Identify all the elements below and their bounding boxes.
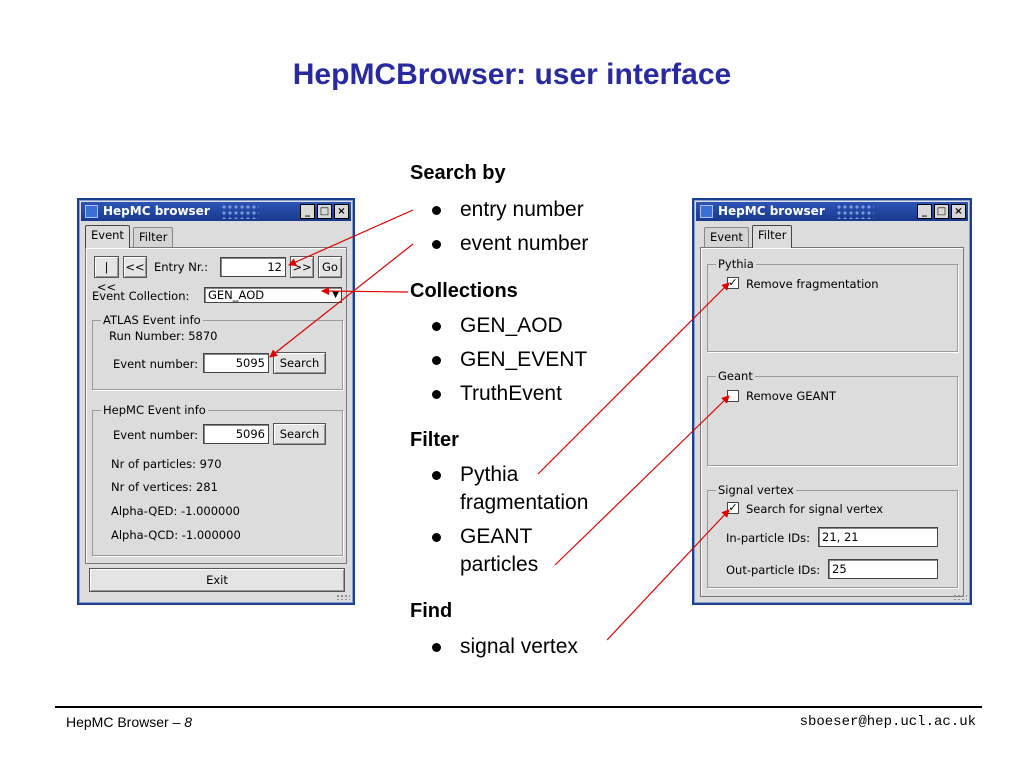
bullet-icon <box>432 356 441 365</box>
geant-group-title: Geant <box>716 369 755 383</box>
particles-count-text: Nr of particles: 970 <box>111 457 222 471</box>
app-icon <box>85 205 98 218</box>
maximize-icon[interactable]: □ <box>317 204 332 219</box>
search-signal-vertex-label: Search for signal vertex <box>746 502 884 516</box>
search-signal-vertex-checkbox[interactable]: ✓ <box>727 502 739 514</box>
bullet-icon <box>432 240 441 249</box>
chevron-down-icon: ▼ <box>332 290 339 300</box>
maximize-icon[interactable]: □ <box>934 204 949 219</box>
bullet-truthevent: TruthEvent <box>460 382 562 405</box>
close-icon[interactable]: × <box>334 204 349 219</box>
footer-divider <box>55 706 982 708</box>
window-title: HepMC browser <box>718 204 825 218</box>
in-particle-ids-input[interactable]: 21, 21 <box>818 527 938 547</box>
hepmc-search-button[interactable]: Search <box>273 423 326 445</box>
out-particle-ids-label: Out-particle IDs: <box>726 563 821 577</box>
bullet-gen-aod: GEN_AOD <box>460 314 563 337</box>
pythia-group: Pythia ✓ Remove fragmentation <box>707 257 958 352</box>
search-by-heading: Search by <box>410 162 506 184</box>
first-entry-button[interactable]: |<< <box>94 256 119 294</box>
bullet-icon <box>432 533 441 542</box>
remove-fragmentation-checkbox[interactable]: ✓ <box>727 277 739 289</box>
resize-grip-icon[interactable] <box>953 594 967 600</box>
previous-entry-button[interactable]: << <box>123 256 147 278</box>
event-collection-label: Event Collection: <box>92 289 190 303</box>
go-button[interactable]: Go <box>318 256 342 278</box>
bullet-entry-number: entry number <box>460 198 584 221</box>
bullet-pythia-line2: fragmentation <box>460 491 589 514</box>
footer-title: HepMC Browser – <box>66 714 185 730</box>
pythia-group-title: Pythia <box>716 257 756 271</box>
tab-filter[interactable]: Filter <box>133 227 174 247</box>
window-titlebar[interactable]: HepMC browser _ □ × <box>696 202 968 221</box>
filter-heading: Filter <box>410 429 459 451</box>
bullet-pythia-line1: Pythia <box>460 463 519 486</box>
bullet-icon <box>432 390 441 399</box>
titlebar-pattern <box>836 204 874 219</box>
close-icon[interactable]: × <box>951 204 966 219</box>
atlas-event-info-title: ATLAS Event info <box>101 313 203 327</box>
bullet-icon <box>432 206 441 215</box>
event-collection-select[interactable]: GEN_AOD ▼ <box>204 287 342 303</box>
hepmc-event-number-input[interactable]: 5096 <box>203 424 269 444</box>
atlas-event-number-input[interactable]: 5095 <box>203 353 269 373</box>
bullet-gen-event: GEN_EVENT <box>460 348 588 371</box>
find-heading: Find <box>410 600 453 622</box>
in-particle-ids-label: In-particle IDs: <box>726 531 810 545</box>
hepmc-event-info-title: HepMC Event info <box>101 403 208 417</box>
out-particle-ids-input[interactable]: 25 <box>828 559 938 579</box>
window-titlebar[interactable]: HepMC browser _ □ × <box>81 202 351 221</box>
remove-fragmentation-label: Remove fragmentation <box>746 277 879 291</box>
geant-group: Geant Remove GEANT <box>707 369 958 466</box>
bullet-event-number: event number <box>460 232 589 255</box>
bullet-geant-line2: particles <box>460 553 539 576</box>
entry-label: Entry Nr.: <box>154 260 209 274</box>
signal-vertex-group-title: Signal vertex <box>716 483 796 497</box>
hepmc-browser-window-filter: HepMC browser _ □ × Event Filter Pythia … <box>692 198 972 605</box>
atlas-event-info-group: ATLAS Event info Run Number: 5870 Event … <box>92 313 343 390</box>
filter-tab-panel: Pythia ✓ Remove fragmentation Geant Remo… <box>700 247 964 597</box>
entry-number-input[interactable]: 12 <box>220 257 286 277</box>
hepmc-event-info-group: HepMC Event info Event number: 5096 Sear… <box>92 403 343 556</box>
hepmc-event-number-label: Event number: <box>113 428 199 442</box>
minimize-icon[interactable]: _ <box>917 204 932 219</box>
bullet-icon <box>432 471 441 480</box>
remove-geant-checkbox[interactable] <box>727 390 739 402</box>
bullet-signal-vertex: signal vertex <box>460 635 578 658</box>
window-title: HepMC browser <box>103 204 210 218</box>
hepmc-browser-window-event: HepMC browser _ □ × Event Filter |<< << … <box>77 198 355 605</box>
vertices-count-text: Nr of vertices: 281 <box>111 480 218 494</box>
alpha-qed-text: Alpha-QED: -1.000000 <box>111 504 240 518</box>
footer-left: HepMC Browser – 8 <box>66 714 192 730</box>
tab-event[interactable]: Event <box>85 225 130 248</box>
check-mark-icon: ✓ <box>728 276 738 289</box>
event-collection-value: GEN_AOD <box>208 288 265 302</box>
event-tab-panel: |<< << Entry Nr.: 12 >> Go Event Collect… <box>85 247 347 564</box>
atlas-event-number-label: Event number: <box>113 357 199 371</box>
next-entry-button[interactable]: >> <box>290 256 314 278</box>
bullet-icon <box>432 322 441 331</box>
slide-title: HepMCBrowser: user interface <box>292 58 732 91</box>
remove-geant-label: Remove GEANT <box>746 389 836 403</box>
titlebar-pattern <box>221 204 259 219</box>
page-number: 8 <box>184 714 193 730</box>
tab-event[interactable]: Event <box>704 227 749 247</box>
app-icon <box>700 205 713 218</box>
resize-grip-icon[interactable] <box>336 594 350 600</box>
check-mark-icon: ✓ <box>728 501 738 514</box>
collections-heading: Collections <box>410 280 518 302</box>
run-number-text: Run Number: 5870 <box>109 329 218 343</box>
atlas-search-button[interactable]: Search <box>273 352 326 374</box>
tab-filter[interactable]: Filter <box>752 225 793 248</box>
minimize-icon[interactable]: _ <box>300 204 315 219</box>
footer-email: sboeser@hep.ucl.ac.uk <box>799 714 976 730</box>
alpha-qcd-text: Alpha-QCD: -1.000000 <box>111 528 241 542</box>
bullet-geant-line1: GEANT <box>460 525 533 548</box>
signal-vertex-group: Signal vertex ✓ Search for signal vertex… <box>707 483 958 588</box>
exit-button[interactable]: Exit <box>89 568 345 592</box>
bullet-icon <box>432 643 441 652</box>
